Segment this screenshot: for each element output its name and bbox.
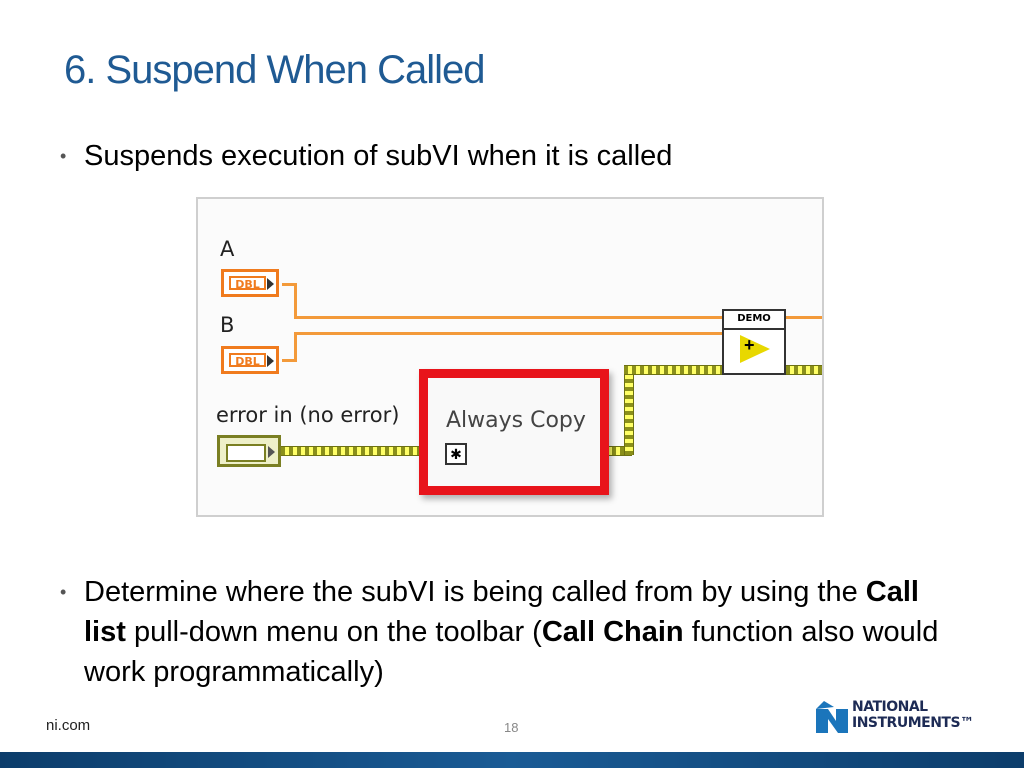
error-wire-vertical (624, 367, 634, 455)
page-number: 18 (504, 720, 519, 735)
wire-output (786, 316, 822, 319)
bullet-1: • Suspends execution of subVI when it is… (60, 136, 860, 176)
error-cluster-icon (226, 444, 266, 462)
terminal-arrow-icon (268, 446, 275, 458)
call-chain-term: Call Chain (541, 616, 684, 648)
wire-a-vertical (294, 283, 297, 317)
error-in-terminal[interactable] (217, 435, 281, 467)
footer-url: ni.com (46, 717, 91, 734)
logo-line-1: NATIONAL (852, 699, 928, 715)
label-b: B (220, 313, 235, 337)
bullet-1-text: Suspends execution of subVI when it is c… (84, 140, 673, 172)
error-wire-top (624, 365, 722, 375)
label-error-in: error in (no error) (216, 403, 400, 427)
bullet-2-part2: pull-down menu on the toolbar ( (125, 616, 542, 648)
bullet-marker: • (60, 146, 67, 166)
wire-a-horizontal (294, 316, 722, 319)
highlight-box: Always Copy ✱ (419, 369, 609, 495)
subvi-header: DEMO (724, 311, 784, 330)
slide-title: 6. Suspend When Called (64, 48, 485, 92)
national-instruments-logo: NATIONAL INSTRUMENTS™ (814, 697, 984, 741)
dbl-label-b: DBL (229, 353, 266, 368)
footer-bar (0, 752, 1024, 768)
demo-subvi-icon[interactable]: DEMO + (722, 309, 786, 375)
wire-b-horizontal (294, 332, 722, 335)
call-list-term: Call list (84, 576, 919, 648)
wire-a-stub (282, 283, 296, 286)
bullet-2: • Determine where the subVI is being cal… (60, 572, 960, 702)
logo-line-2: INSTRUMENTS™ (852, 715, 974, 731)
terminal-arrow-icon (267, 355, 274, 367)
dbl-label-a: DBL (229, 276, 266, 291)
terminal-arrow-icon (267, 278, 274, 290)
bullet-marker: • (60, 582, 67, 602)
bullet-2-part1: Determine where the subVI is being calle… (84, 576, 866, 608)
always-copy-label: Always Copy (446, 408, 586, 433)
block-diagram-screenshot: A DBL B DBL error in (no error) Always C… (196, 197, 824, 517)
wire-b-vertical (294, 332, 297, 362)
label-a: A (220, 237, 235, 261)
add-triangle-icon (740, 335, 770, 363)
error-wire-in (281, 446, 441, 456)
terminal-b[interactable]: DBL (221, 346, 279, 374)
bullet-2-text: Determine where the subVI is being calle… (84, 572, 964, 692)
error-wire-out (786, 365, 822, 375)
bullet-2-part3: function also would work programmaticall… (84, 616, 939, 688)
terminal-a[interactable]: DBL (221, 269, 279, 297)
wire-b-stub (282, 359, 296, 362)
always-copy-node-icon[interactable]: ✱ (445, 443, 467, 465)
national-instruments-logo-mark-icon (816, 701, 848, 733)
plus-icon: + (744, 335, 755, 355)
